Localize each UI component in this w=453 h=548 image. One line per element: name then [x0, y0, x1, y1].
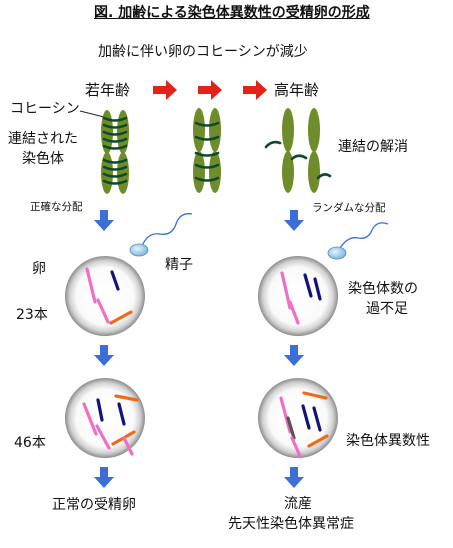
label-count-46: 46本: [14, 435, 46, 451]
figure-subtitle: 加齢に伴い卵のコヒーシンが減少: [98, 44, 308, 60]
label-abnormal-result-1: 流産: [284, 496, 312, 512]
label-young-age: 若年齢: [85, 81, 131, 99]
red-arrow-1: [153, 80, 177, 100]
blue-arrows: [94, 210, 304, 488]
red-arrow-2: [198, 80, 222, 100]
sperm-left: [129, 213, 193, 257]
label-aneuploidy: 染色体異数性: [346, 433, 430, 449]
label-sperm: 精子: [165, 257, 193, 273]
zygote-normal: [65, 378, 145, 458]
label-linked-2: 染色体: [22, 151, 64, 167]
label-excess-2: 過不足: [366, 301, 408, 317]
label-count-23: 23本: [16, 307, 48, 323]
label-normal-result: 正常の受精卵: [52, 497, 136, 513]
sperm-right: [327, 222, 389, 260]
label-excess-1: 染色体数の: [348, 281, 418, 297]
cohesin-rings: [102, 116, 128, 185]
label-old-age: 高年齢: [274, 81, 320, 99]
red-arrow-3: [243, 80, 267, 100]
chromosome-pair-reduced: [193, 108, 221, 193]
label-linked-1: 連結された: [8, 131, 78, 147]
egg-cell-abnormal: [258, 256, 338, 336]
egg-cell-normal: [65, 256, 145, 336]
label-egg: 卵: [32, 261, 46, 277]
label-unlinked: 連結の解消: [338, 139, 408, 155]
chromosome-pair-separated: [264, 108, 332, 193]
figure-title: 図. 加齢による染色体異数性の受精卵の形成: [94, 5, 370, 21]
progression-arrows: [153, 80, 267, 100]
label-correct-division: 正確な分配: [30, 201, 83, 213]
label-random-division: ランダムな分配: [312, 202, 386, 214]
label-abnormal-result-2: 先天性染色体異常症: [228, 516, 354, 532]
chromosome-pair-linked: [101, 110, 129, 194]
label-cohesin: コヒーシン: [10, 101, 80, 117]
zygote-aneuploid: [258, 378, 338, 458]
